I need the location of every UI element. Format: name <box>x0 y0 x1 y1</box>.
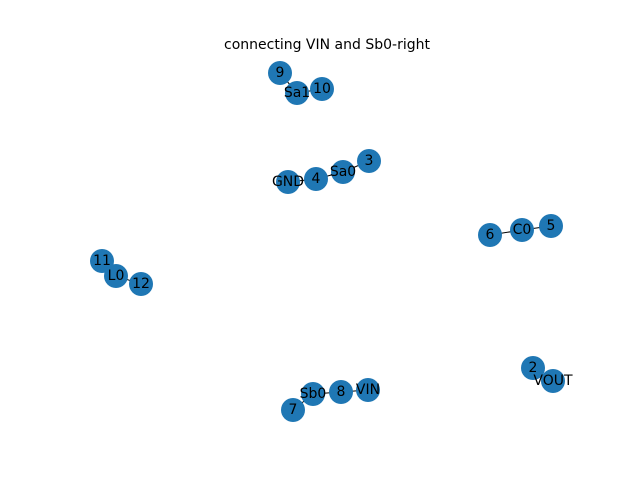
graph-node <box>539 214 563 238</box>
node-label: 8 <box>337 384 346 400</box>
graph-node <box>510 218 534 242</box>
graph-node <box>90 249 114 273</box>
nodes-layer <box>90 61 565 422</box>
node-label: 9 <box>276 65 285 81</box>
node-label: GND <box>272 174 304 190</box>
node-label: 12 <box>132 276 150 292</box>
graph-title: connecting VIN and Sb0-right <box>224 37 430 53</box>
node-label: C0 <box>513 222 532 238</box>
node-label: 6 <box>486 227 495 243</box>
node-label: 2 <box>529 360 538 376</box>
graph-node <box>129 272 153 296</box>
node-label: 5 <box>547 218 556 234</box>
node-label: VOUT <box>533 373 573 389</box>
graph-node <box>276 170 300 194</box>
graph-node <box>281 398 305 422</box>
graph-node <box>478 223 502 247</box>
node-label: 10 <box>313 81 331 97</box>
graph-node <box>329 380 353 404</box>
node-label: 4 <box>312 171 321 187</box>
graph-node <box>285 81 309 105</box>
node-label: Sb0 <box>300 386 327 402</box>
graph-node <box>356 378 380 402</box>
node-label: 11 <box>93 253 111 269</box>
node-label: 3 <box>365 153 374 169</box>
graph-node <box>331 160 355 184</box>
graph-node <box>310 77 334 101</box>
graph-node <box>104 264 128 288</box>
node-label: Sa1 <box>284 85 310 101</box>
node-label: Sa0 <box>330 164 356 180</box>
graph-node <box>541 369 565 393</box>
node-label: 7 <box>289 402 298 418</box>
graph-node <box>301 382 325 406</box>
graph-node <box>304 167 328 191</box>
node-label: VIN <box>356 382 380 398</box>
graph-node <box>268 61 292 85</box>
graph-node <box>521 356 545 380</box>
graph-node <box>357 149 381 173</box>
node-label: L0 <box>108 268 125 284</box>
